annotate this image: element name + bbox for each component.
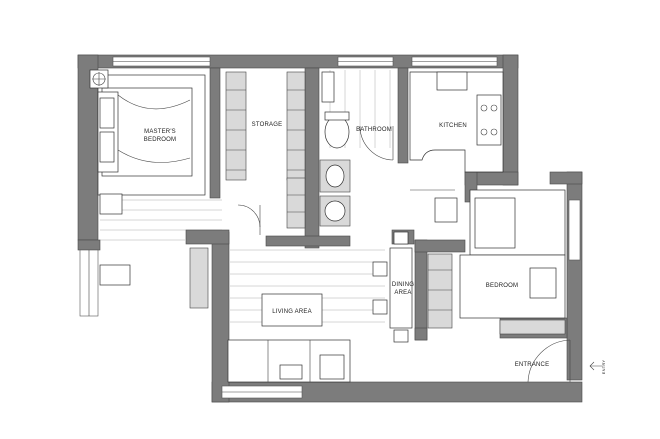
- bathroom-fixtures: [319, 71, 394, 227]
- label-entrance: ENTRANCE: [515, 362, 550, 368]
- kitchen-fixtures: [409, 71, 504, 223]
- label-living-area: LIVING AREA: [272, 309, 312, 315]
- storage-cabinets: [225, 71, 306, 235]
- label-dining-line2: AREA: [394, 290, 411, 296]
- label-master-bedroom-line1: MASTER'S: [144, 129, 176, 135]
- label-dining-line1: DINING: [392, 282, 414, 288]
- living-furniture: [189, 247, 351, 383]
- label-kitchen: KITCHEN: [439, 123, 467, 129]
- master-bedroom-furniture: [89, 69, 206, 286]
- label-bedroom: BEDROOM: [486, 283, 518, 289]
- label-master-bedroom-line2: BEDROOM: [144, 137, 176, 143]
- room-labels: MASTER'S BEDROOM STORAGE BATHROOM KITCHE…: [144, 122, 606, 374]
- label-storage: STORAGE: [252, 122, 283, 128]
- dining-furniture: [372, 231, 413, 343]
- windows: [79, 56, 581, 399]
- label-entry-arrow: ENTRY: [601, 360, 606, 375]
- label-bathroom: BATHROOM: [356, 127, 392, 133]
- bedroom-furniture: [427, 189, 566, 335]
- entrance-door: [527, 339, 602, 383]
